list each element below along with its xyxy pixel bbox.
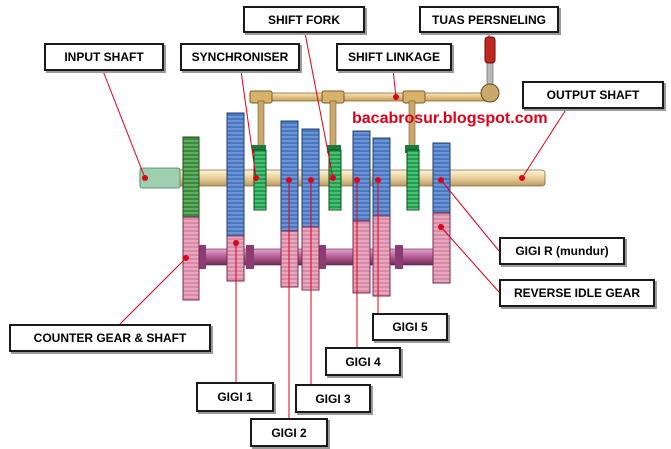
- gigi-4-main-gear: [352, 130, 371, 222]
- label-gigi-4: GIGI 4: [325, 347, 401, 376]
- label-output-shaft: OUTPUT SHAFT: [522, 81, 664, 109]
- label-gigi-5: GIGI 5: [372, 313, 448, 341]
- label-input-shaft: INPUT SHAFT: [44, 43, 164, 71]
- watermark-text: bacabrosur.blogspot.com: [352, 110, 548, 127]
- marker-dots: [142, 94, 525, 261]
- label-tuas-persneling: TUAS PERSNELING: [419, 6, 559, 33]
- label-shift-fork: SHIFT FORK: [243, 6, 365, 33]
- label-gigi-2: GIGI 2: [250, 418, 328, 447]
- main-shaft: [139, 167, 546, 189]
- synchroniser-sleeves: [252, 145, 420, 211]
- gigi-1-main-gear: [226, 112, 245, 237]
- label-gigi-1: GIGI 1: [196, 382, 274, 412]
- label-synchroniser: SYNCHRONISER: [180, 43, 300, 71]
- label-shift-linkage: SHIFT LINKAGE: [336, 43, 452, 71]
- gigi-4-counter-gear: [352, 220, 371, 294]
- leader-lines: [102, 32, 568, 418]
- gear-lever: [480, 36, 500, 103]
- label-gigi-3: GIGI 3: [295, 384, 371, 413]
- gigi-5-counter-gear: [372, 215, 391, 297]
- reverse-idle-gear-shape: [432, 212, 451, 284]
- label-reverse-idle-gear: REVERSE IDLE GEAR: [499, 279, 655, 307]
- label-counter-gear-shaft: COUNTER GEAR & SHAFT: [9, 324, 211, 352]
- label-gigi-r: GIGI R (mundur): [499, 237, 625, 265]
- gigi-5-main-gear: [372, 137, 391, 217]
- counter-drive-gear: [182, 216, 200, 301]
- input-drive-gear: [182, 136, 200, 218]
